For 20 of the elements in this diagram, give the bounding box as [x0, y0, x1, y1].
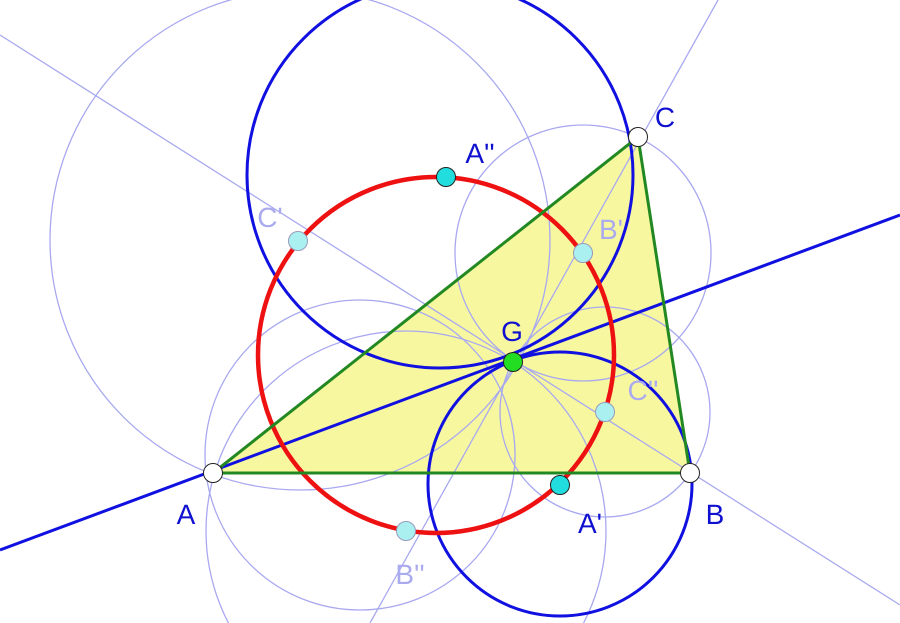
- point-marker: [680, 463, 700, 483]
- point-label: C'': [628, 377, 658, 405]
- point-label: A'': [465, 140, 495, 168]
- point-label: C: [654, 104, 676, 132]
- point-label: B: [706, 501, 724, 529]
- triangle-side: [223, 472, 680, 474]
- point-marker: [436, 167, 456, 187]
- point-label: C': [257, 204, 283, 232]
- point-marker: [628, 127, 648, 147]
- point-marker: [550, 475, 570, 495]
- point-label: A: [176, 501, 196, 529]
- point-label: G: [501, 318, 523, 346]
- triangle-side: [638, 146, 690, 464]
- point-marker: [396, 521, 416, 541]
- point-marker: [288, 231, 308, 251]
- triangle-side: [220, 142, 632, 468]
- point-label: A': [578, 510, 602, 538]
- point-label: B'': [395, 561, 425, 589]
- point-marker: [203, 463, 223, 483]
- point-label: B': [598, 216, 624, 244]
